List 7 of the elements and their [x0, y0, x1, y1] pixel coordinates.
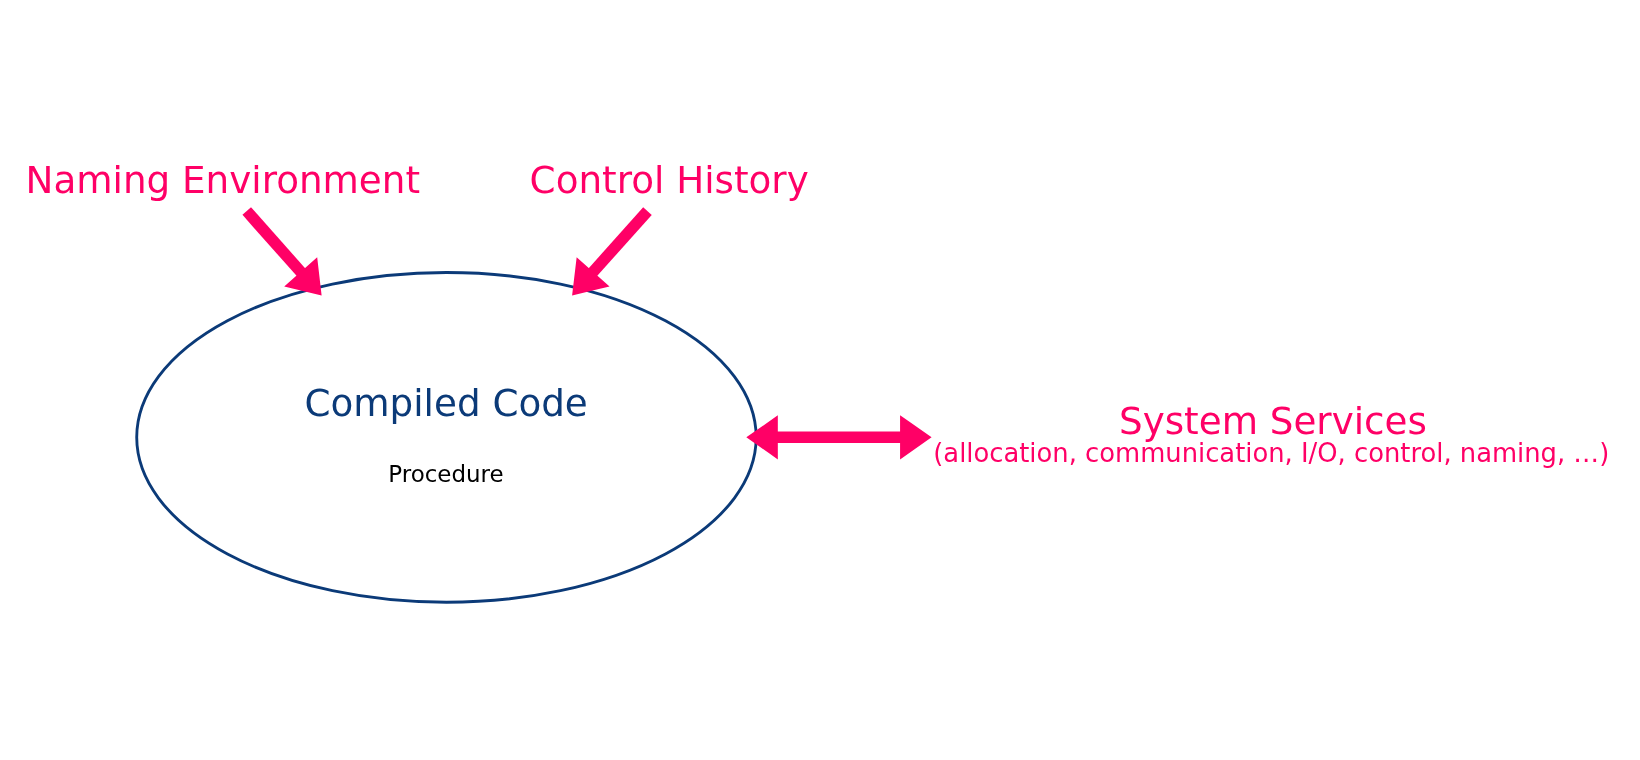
node-text: Naming Environment: [25, 158, 421, 203]
node-ellipse: Compiled Code Procedure: [135, 271, 758, 604]
arrow: [242, 207, 322, 296]
arrow: [746, 415, 932, 460]
node-text: System Services (allocation, communication, I/O, control, naming, …): [933, 399, 1610, 469]
arrow: [572, 207, 652, 296]
node-text: Control History: [529, 158, 809, 203]
